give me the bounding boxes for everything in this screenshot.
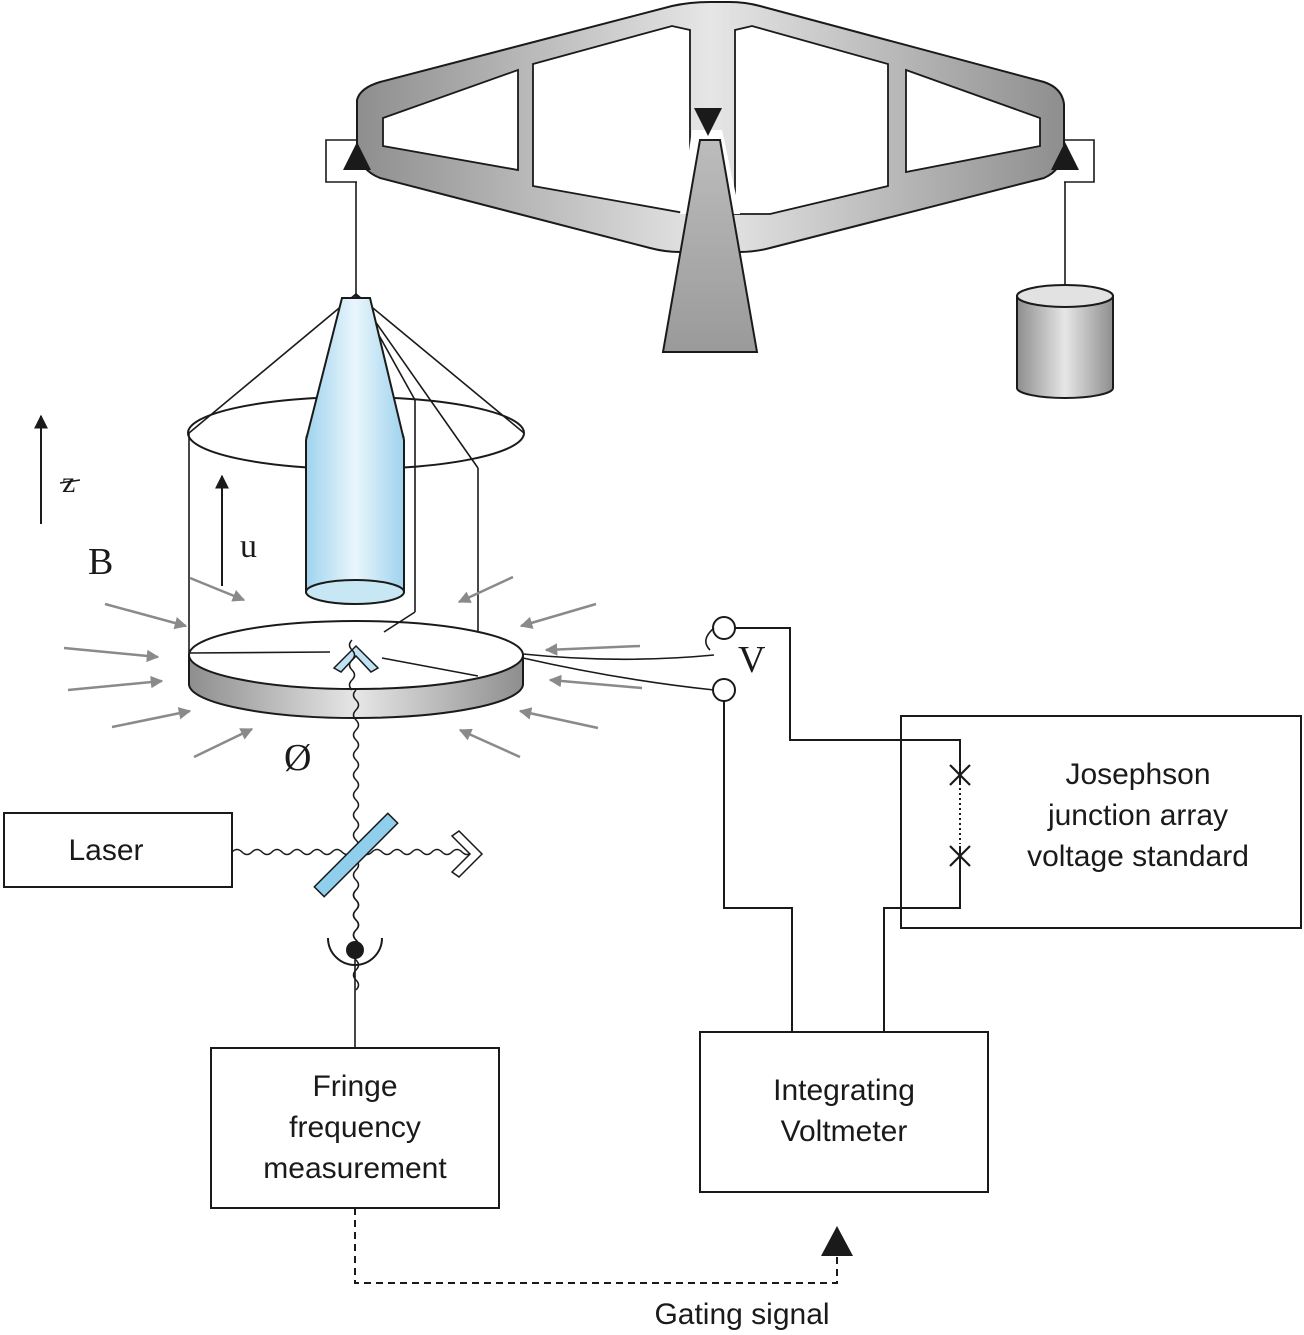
fulcrum-stand [661,108,759,353]
gating-signal-label: Gating signal [654,1298,829,1331]
fringe-label-line3: measurement [263,1152,447,1185]
magnetic-field-arrows [63,575,643,759]
josephson-junctions [949,764,971,867]
coil-leads [522,653,715,691]
terminal-top [712,616,736,640]
voltmeter-label-line2: Voltmeter [781,1115,908,1148]
phi-label: Ø [284,737,311,779]
josephson-box [900,715,1302,929]
mass-carrier [305,297,405,605]
gating-arrowhead [821,1226,853,1256]
terminal-bottom [712,678,736,702]
josephson-label-line1: Josephson [1065,758,1210,791]
fringe-label-line1: Fringe [312,1070,397,1103]
josephson-label-line2: junction array [1047,799,1228,832]
u-label: u [240,528,257,565]
left-pivot [325,139,371,183]
fulcrum-knife-edge [694,108,722,136]
laser-box [3,812,233,888]
z-label: z [62,466,75,499]
v-label: V [738,639,766,681]
fringe-label-line2: frequency [289,1111,421,1144]
corner-reflector [332,644,380,673]
gating-signal-line [354,1208,853,1284]
counterweight [1016,284,1114,399]
fringe-box [210,1047,500,1209]
josephson-label-line3: voltage standard [1027,840,1249,873]
laser-label: Laser [68,834,143,867]
voltmeter-box [699,1031,989,1193]
circuit-wires [723,627,961,1032]
right-pivot [1051,139,1095,183]
coil-ring [188,611,524,719]
beam-splitter [313,812,399,898]
b-label: B [88,541,113,583]
reference-reflector [450,830,484,878]
photodetector [327,937,383,1048]
voltmeter-label-line1: Integrating [773,1074,915,1107]
